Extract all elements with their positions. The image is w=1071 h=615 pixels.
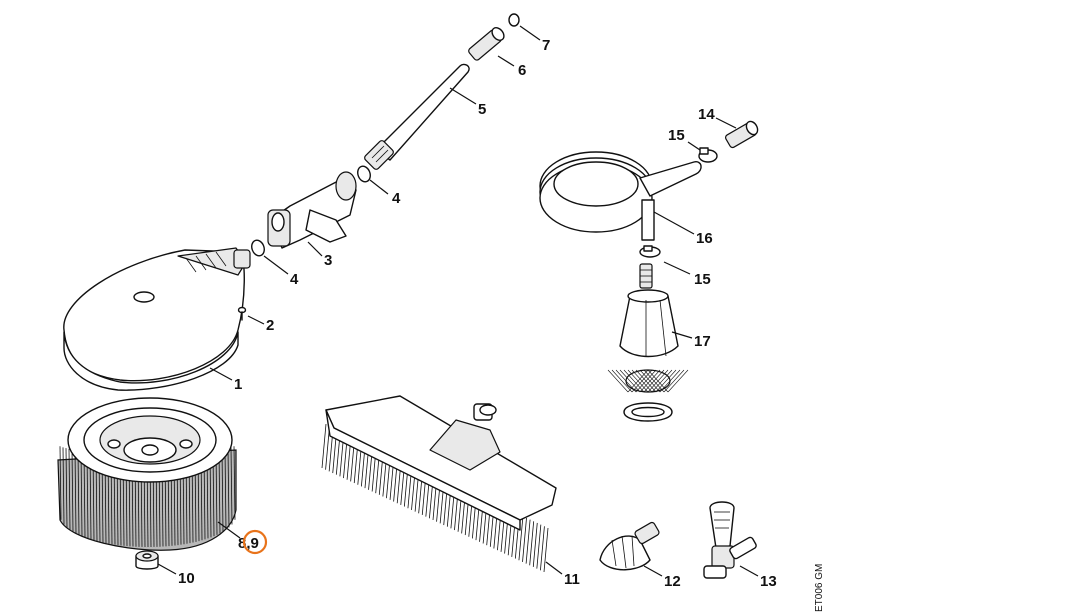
bristle-stroke (227, 448, 230, 528)
leader-15b (663, 261, 691, 275)
callout-7: 7 (542, 37, 550, 54)
bristle-stroke (643, 369, 665, 393)
bristle-stroke (536, 524, 542, 569)
callout-15-upper: 15 (668, 127, 685, 144)
leader-1 (209, 367, 233, 381)
callout-8-9: 8,9 (238, 535, 259, 552)
drawing-code: ET006 GM (814, 564, 825, 612)
bristle-stroke (611, 369, 633, 393)
bristle-stroke (663, 369, 685, 393)
bristle-stroke (631, 369, 653, 393)
bristle-stroke (540, 526, 545, 571)
bristle-stroke (224, 448, 227, 530)
part-15-hose-clamp-lower (639, 245, 661, 258)
part-5-extension-tube (364, 63, 470, 170)
part-16-hose (539, 151, 702, 241)
bristle-stroke (522, 517, 527, 562)
leader-10 (157, 563, 177, 575)
leader-3 (307, 241, 323, 257)
leader-15a (687, 141, 701, 151)
part-10-spacer (135, 550, 159, 570)
bristle-stroke (651, 369, 673, 393)
callout-13: 13 (760, 573, 777, 590)
part-11-scrubbing-brush (321, 395, 557, 573)
callout-6: 6 (518, 62, 526, 79)
leader-14 (715, 117, 737, 129)
callout-14: 14 (698, 106, 715, 123)
bristle-stroke (62, 447, 65, 525)
leader-6 (497, 55, 515, 67)
part-6-nipple (468, 27, 505, 61)
bristle-stroke (77, 449, 80, 535)
part-3-valve-body (267, 171, 357, 249)
part-2-screw (237, 306, 247, 321)
bristle-stroke (518, 516, 524, 561)
bristle-stroke (80, 450, 83, 537)
bristle-stroke (635, 369, 657, 393)
bristle-stroke (233, 446, 236, 520)
callout-17: 17 (694, 333, 711, 350)
callout-3: 3 (324, 252, 332, 269)
leader-17 (671, 331, 693, 339)
leader-8-9 (217, 521, 241, 539)
callout-12: 12 (664, 573, 681, 590)
leader-4b (369, 179, 389, 195)
callout-5: 5 (478, 101, 486, 118)
part-4-o-ring-upper (357, 165, 371, 183)
part-8-9-round-brush (57, 397, 237, 551)
bristle-stroke (607, 369, 629, 393)
leader-7 (519, 25, 541, 41)
part-4-o-ring-lower (251, 239, 265, 257)
bristle-stroke (221, 449, 224, 532)
leader-16 (653, 211, 695, 235)
leader-12 (643, 565, 663, 577)
part-13-angled-nozzle (703, 501, 757, 579)
leader-5 (449, 87, 477, 105)
callout-1: 1 (234, 376, 242, 393)
bristle-stroke (667, 369, 689, 393)
bristle-stroke (529, 521, 535, 566)
bristle-stroke (619, 369, 641, 393)
bristle-stroke (543, 527, 549, 573)
callout-9-highlight-ring[interactable] (242, 529, 268, 555)
bristle-stroke (639, 369, 661, 393)
bristle-stroke (525, 519, 531, 564)
part-17-suction-filter (607, 263, 689, 422)
part-1-brush-housing (63, 247, 251, 391)
bristle-stroke (623, 369, 645, 393)
callout-2: 2 (266, 317, 274, 334)
leader-2 (247, 315, 265, 325)
leader-4a (263, 255, 289, 275)
callout-labels: 1 2 3 4 4 5 6 7 10 11 12 13 14 15 15 16 … (178, 37, 777, 590)
part-7-o-ring (508, 13, 520, 27)
bristle-stroke (71, 449, 74, 532)
callout-11: 11 (564, 571, 580, 588)
bristle-stroke (321, 423, 327, 469)
part-15-hose-clamp-upper (698, 147, 718, 163)
bristle-stroke (59, 446, 62, 520)
leader-lines (157, 25, 759, 577)
bristle-stroke (68, 448, 71, 530)
filter-mesh-outline (625, 369, 671, 393)
bristle-stroke (74, 449, 77, 534)
bristle-stroke (65, 448, 68, 528)
callout-16: 16 (696, 230, 713, 247)
callout-10: 10 (178, 570, 195, 587)
callout-15-lower: 15 (694, 271, 711, 288)
leader-11 (545, 561, 563, 575)
bristle-stroke (230, 447, 233, 525)
leader-13 (739, 565, 759, 577)
part-12-nozzle (599, 521, 660, 571)
callout-4-upper: 4 (392, 190, 401, 207)
part-14-nipple (725, 120, 759, 149)
bristle-stroke (655, 369, 677, 393)
bristle-stroke (532, 522, 538, 568)
callout-4-lower: 4 (290, 271, 299, 288)
